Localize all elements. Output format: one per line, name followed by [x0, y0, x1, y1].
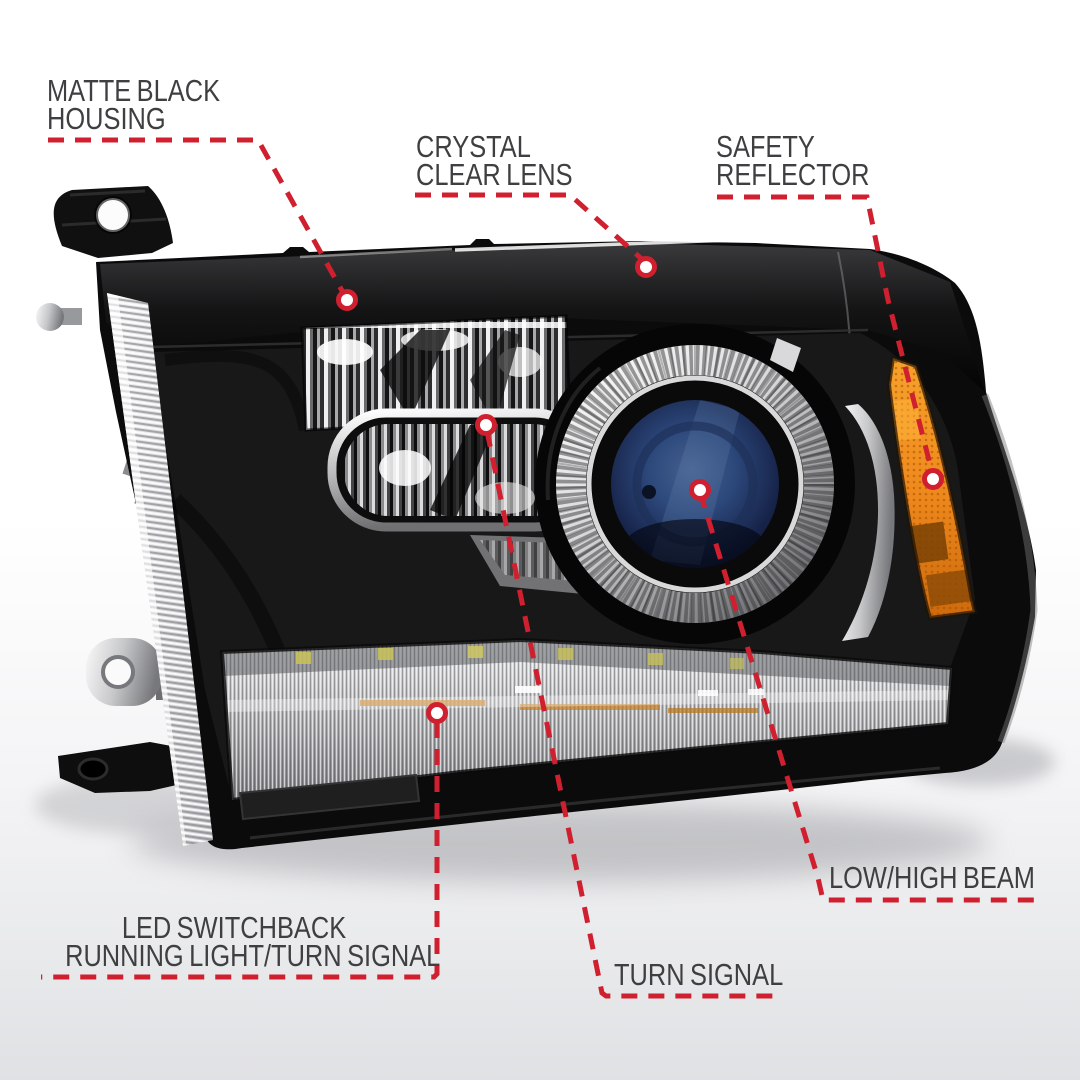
callout-line-safety-reflector — [717, 194, 935, 473]
callout-marker-low-high-beam — [689, 479, 711, 501]
callout-marker-matte-black-housing — [336, 289, 358, 311]
callout-line-led-switchback — [41, 722, 440, 980]
callout-text: LED SWITCHBACK — [121, 910, 347, 945]
callout-label-matte-black-housing: MATTE BLACK HOUSING — [47, 73, 221, 136]
callout-lines — [41, 137, 1035, 999]
callout-markers — [336, 256, 944, 724]
callout-label-crystal-clear-lens: CRYSTAL CLEAR LENS — [416, 129, 573, 192]
callout-line-crystal-clear-lens — [415, 192, 646, 263]
mounting-tab-top — [53, 186, 173, 258]
callout-label-low-high-beam: LOW/HIGH BEAM — [829, 860, 1035, 895]
callout-text: CLEAR LENS — [416, 157, 573, 192]
callout-marker-safety-reflector — [922, 468, 944, 490]
left-lens-strip — [107, 293, 213, 846]
callout-line-turn-signal — [484, 430, 779, 999]
lower-lip-plate — [238, 773, 421, 821]
top-highlight-2 — [299, 247, 453, 259]
mounting-tab-bottom — [58, 742, 190, 793]
callout-line-low-high-beam — [697, 491, 1035, 903]
right-edge-sheen — [981, 393, 1038, 744]
lip-highlight — [249, 766, 941, 840]
top-highlight — [454, 237, 761, 252]
callout-label-safety-reflector: SAFETY REFLECTOR — [716, 129, 870, 192]
callout-text: SAFETY — [716, 129, 815, 164]
recess-shadow-2 — [164, 349, 311, 432]
callout-marker-led-switchback — [426, 702, 448, 724]
callout-text: MATTE BLACK — [47, 73, 221, 108]
ring-tab — [770, 338, 801, 372]
callout-line-matte-black-housing — [48, 137, 348, 298]
callout-text: HOUSING — [47, 101, 166, 136]
callout-text: TURN SIGNAL — [614, 957, 784, 992]
callout-text: RUNNING LIGHT/TURN SIGNAL — [65, 938, 441, 973]
callout-text: REFLECTOR — [716, 157, 870, 192]
callout-marker-turn-signal — [475, 414, 497, 436]
callout-label-turn-signal: TURN SIGNAL — [614, 957, 784, 992]
callout-label-led-switchback: LED SWITCHBACK RUNNING LIGHT/TURN SIGNAL — [65, 910, 441, 973]
callout-text: CRYSTAL — [416, 129, 531, 164]
callout-marker-crystal-clear-lens — [635, 256, 657, 278]
chrome-trim-right — [842, 404, 895, 641]
callout-text: LOW/HIGH BEAM — [829, 860, 1035, 895]
